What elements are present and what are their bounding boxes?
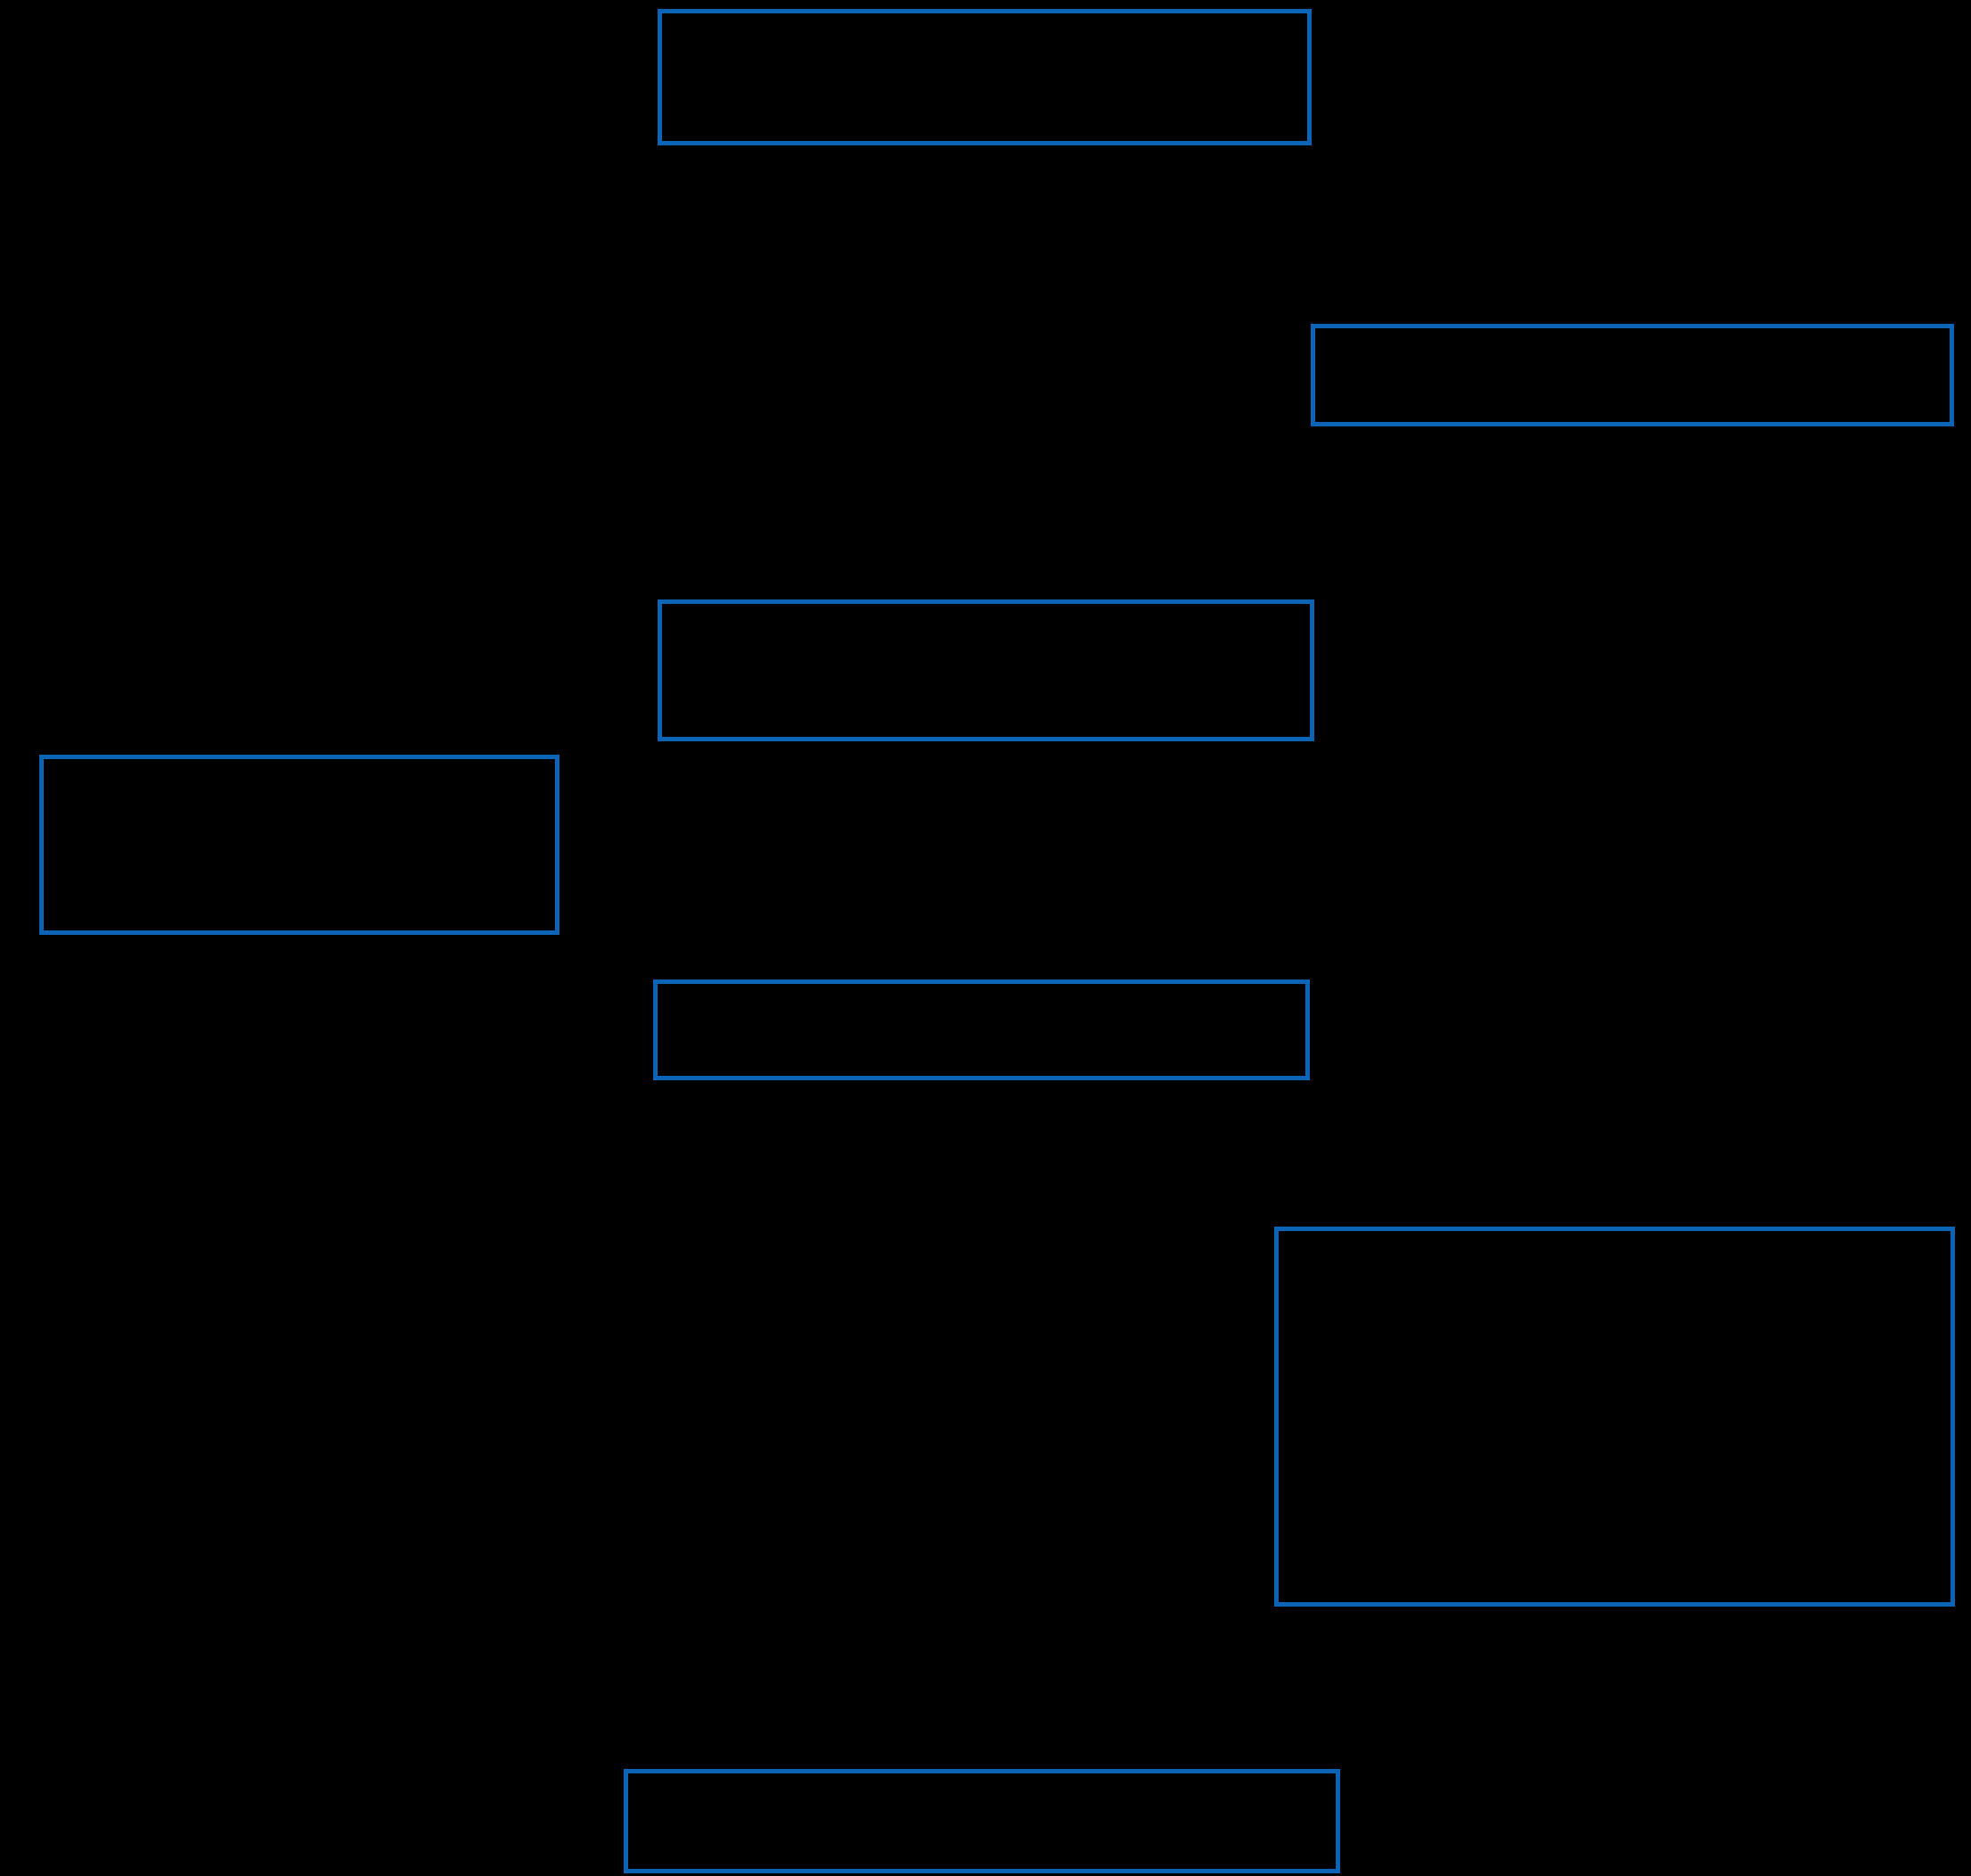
bounding-box-4 [39, 755, 559, 935]
bounding-box-6 [1274, 1227, 1955, 1607]
bounding-box-2 [1311, 324, 1954, 426]
bounding-box-1 [658, 9, 1312, 145]
bounding-box-7 [624, 1769, 1340, 1873]
bounding-box-5 [653, 979, 1310, 1080]
bounding-box-3 [658, 599, 1314, 741]
